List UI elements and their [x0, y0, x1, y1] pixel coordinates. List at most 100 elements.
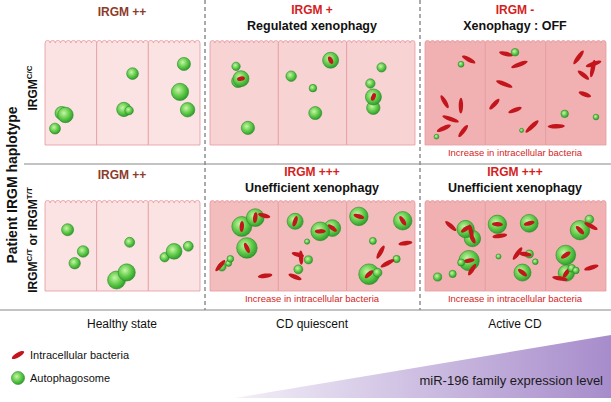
bacterium	[327, 56, 334, 65]
bacterium	[492, 222, 503, 227]
wedge-shape	[235, 335, 611, 398]
bacterium	[463, 258, 475, 264]
autophagosome	[287, 213, 303, 229]
autophagosome	[434, 134, 439, 139]
autophagosome	[458, 259, 465, 266]
epithelial-cell	[347, 41, 415, 145]
autophagosome	[241, 121, 254, 134]
genotype-label: IRGM	[26, 261, 40, 292]
note-text: Increase in intracellular bacteria	[448, 294, 582, 305]
epithelial-cell	[347, 201, 415, 291]
bacterium	[398, 240, 412, 246]
epithelial-cell	[148, 40, 200, 145]
autophagosome	[311, 222, 330, 241]
autophagosome	[365, 89, 381, 105]
state-label: IRGM +++	[284, 166, 340, 180]
autophagosome	[369, 237, 376, 244]
status-heading: Xenophagy : OFF	[463, 19, 566, 33]
bacterium	[576, 69, 590, 81]
genotype-superscript: T/T	[25, 187, 34, 199]
epithelial-cell	[485, 200, 545, 291]
epithelial-cell	[148, 200, 200, 291]
bacterium	[575, 225, 586, 236]
wedge-fill	[235, 335, 611, 398]
bacterium	[444, 220, 458, 233]
autophagosome	[58, 107, 74, 123]
epithelial-cell	[425, 200, 485, 291]
bacterium	[315, 229, 326, 234]
state-label: IRGM ++	[98, 6, 147, 20]
note-text: Increase in intracellular bacteria	[245, 294, 379, 305]
state-label: IRGM +	[291, 4, 333, 18]
autophagosome	[511, 48, 519, 56]
bacterium	[298, 250, 303, 264]
bacterium	[508, 105, 523, 114]
status-heading: Unefficient xenophagy	[448, 181, 582, 195]
autophagosome	[177, 57, 190, 70]
bacterium	[398, 215, 408, 227]
bacterium	[495, 79, 513, 89]
bacterium	[510, 59, 528, 69]
autophagosome	[488, 215, 506, 233]
autophagosome	[520, 214, 538, 232]
axis-title: Patient IRGM haplotype	[4, 106, 20, 263]
autophagosome	[593, 114, 599, 120]
legend-text: Autophagosome	[30, 372, 110, 385]
bacterium	[457, 124, 470, 139]
bacterium-symbol	[11, 349, 26, 360]
epithelial-cell	[97, 40, 149, 145]
bacterium	[572, 49, 585, 65]
bacterium	[517, 267, 528, 277]
autophagosome	[393, 255, 400, 262]
bacterium	[459, 98, 464, 114]
conjunction: or	[26, 234, 40, 246]
bacterium	[584, 263, 600, 271]
genotype-label: IRGM	[26, 79, 40, 110]
autophagosome	[77, 246, 89, 258]
bacterium	[583, 221, 598, 232]
state-label: IRGM +++	[487, 166, 543, 180]
genotype-superscript: C/C	[25, 65, 34, 79]
wedge-label: miR-196 family expression level	[419, 373, 603, 388]
bacterium	[488, 98, 501, 111]
bacterium	[288, 272, 303, 281]
epithelial-cell	[485, 40, 545, 145]
bacterium	[380, 258, 396, 269]
autophagosome	[232, 62, 240, 70]
autophagosome	[127, 68, 139, 80]
bacterium	[375, 245, 386, 260]
bacterium	[552, 275, 568, 282]
autophagosome	[309, 84, 317, 92]
bacterium	[467, 263, 478, 277]
epithelial-cell	[546, 40, 606, 145]
autophagosome	[449, 270, 456, 277]
autophagosome	[227, 255, 234, 262]
autophagosome	[520, 128, 524, 132]
epithelial-cell	[97, 200, 149, 291]
autophagosome	[434, 273, 442, 281]
autophagosome	[556, 245, 576, 265]
column-divider	[205, 0, 206, 310]
autophagosome	[496, 254, 501, 259]
genotype-superscript: C/T	[25, 249, 34, 262]
autophagosome	[373, 268, 382, 277]
row-divider	[24, 164, 611, 165]
bacterium	[519, 251, 532, 257]
epithelial-cell	[45, 40, 97, 145]
autophagosome	[393, 211, 411, 229]
autophagosome	[304, 256, 312, 264]
bacterium	[436, 123, 452, 133]
epithelial-cell	[278, 41, 346, 145]
bacterium	[467, 224, 474, 239]
disease-stage: CD quiescent	[276, 318, 348, 332]
column-divider	[420, 0, 421, 310]
bacterium	[214, 259, 227, 273]
bacterium	[439, 94, 450, 109]
gradient-wedge: miR-196 family expression level	[235, 335, 611, 398]
epithelial-cell	[278, 201, 346, 291]
row-label: IRGMC/TorIRGMT/T	[25, 187, 41, 293]
autophagosome	[183, 241, 193, 251]
state-label: IRGM ++	[98, 169, 147, 183]
autophagosome	[125, 106, 134, 115]
